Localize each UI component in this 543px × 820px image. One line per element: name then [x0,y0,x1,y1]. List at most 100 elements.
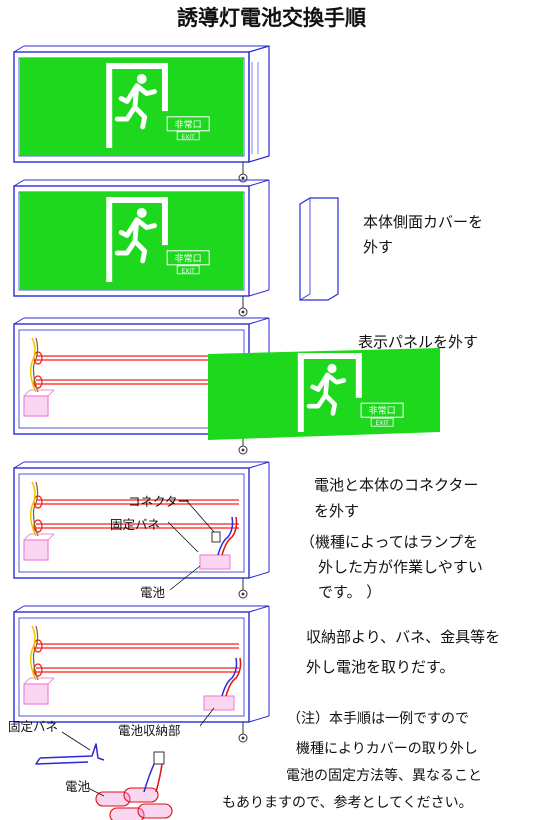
pull-ring-icon [238,307,248,317]
battery-cell-icon [137,803,173,819]
sign-exit-text: EXIT [375,420,389,427]
label-battery-2: 電池 [65,779,91,794]
pull-ring-dot [241,592,245,596]
wire-yellow [29,625,37,681]
leader-battery-2 [87,787,105,797]
sign-exit-text: EXIT [182,268,196,275]
label-battery-storage: 電池収納部 [118,723,181,738]
pull-ring-dot [241,736,245,740]
pull-ring-dot [241,176,245,180]
battery-cell-icon [123,787,159,803]
running-person-icon [114,83,157,130]
leader-battery [169,565,201,591]
label-connector: コネクター [128,494,191,509]
battery-connector-icon [153,751,165,765]
ballast-top-edge-3 [47,533,55,541]
housing-bottom-edge [248,571,270,579]
label-fixing-spring-2: 固定バネ [8,719,59,734]
leader-spring [167,521,199,553]
housing-side-cover [248,45,270,163]
runner-head-icon [136,73,147,84]
step2-line1: 本体側面カバーを [363,213,484,231]
label-battery: 電池 [140,585,166,600]
fixture-step3: 非常口 EXIT [13,317,440,455]
step4-line2: を外す [314,502,360,520]
running-person-icon [306,372,347,416]
connector-icon [211,531,221,543]
leader-connector [185,499,215,533]
sign-label-plate [166,116,210,132]
battery-pack [203,695,235,711]
removed-parts [35,731,173,820]
sign-exit-plate [176,131,200,141]
wire-brown [32,625,39,681]
pull-ring-icon [238,445,248,455]
door-frame-icon [106,197,168,282]
fixture-step2: 非常口 EXIT [13,179,339,317]
exit-sign-panel: 非常口 EXIT [208,348,440,440]
exit-sign-panel: 非常口 EXIT [20,192,243,290]
step4-line1: 電池と本体のコネクター [314,476,479,494]
battery-lead-blue [143,763,155,793]
spring-clip-icon [35,743,105,765]
step5-line1: 収納部より、バネ、金具等を [306,628,501,646]
page-title: 誘導灯電池交換手順 [177,6,366,30]
battery-cell-icon [109,807,145,820]
ballast-top-edge-3 [47,389,55,397]
leader-storage [199,707,215,727]
pull-ring-icon [238,173,248,183]
leader-spring-2 [61,731,91,751]
sign-label-text: 非常口 [175,118,202,130]
ballast-box [23,539,49,561]
pull-ring-icon [238,589,248,599]
door-frame-icon [106,63,168,148]
housing-top-edge-right [248,605,270,613]
housing-bottom-edge [248,715,270,723]
sign-label-plate [360,402,404,418]
fixture-step4 [13,461,270,599]
housing-inner-frame [18,617,245,717]
housing-inner-frame [18,473,245,573]
housing-top-edge-left [13,461,25,469]
sign-label-plate [166,250,210,266]
sign-exit-text: EXIT [182,134,196,141]
note-line2: 機種によりカバーの取り外し [296,741,478,757]
sign-label-text: 非常口 [369,405,396,417]
runner-head-icon [327,363,337,374]
sign-exit-plate [176,265,200,275]
battery-cell-icon [95,791,131,807]
housing-top-edge-left [13,179,25,187]
note-line1: （注）本手順は一例ですので [287,711,469,727]
sign-exit-plate [370,417,394,427]
green-panel [20,192,243,290]
label-fixing-spring: 固定バネ [110,517,161,532]
exit-sign-panel: 非常口 EXIT [20,58,243,156]
lamp-socket-icon-2 [33,663,43,677]
ballast-box [23,395,49,417]
housing-top-edge-right [248,179,270,187]
door-frame-icon [297,353,362,432]
ballast-top-edge-3 [47,677,55,685]
fixture-step1: 非常口 EXIT [13,45,270,183]
housing-top-edge-left [13,605,25,613]
step4-note-line3: です。 ） [318,583,382,601]
pull-ring-dot [241,448,245,452]
housing-top-edge-right [248,317,270,325]
wire-brown [32,481,39,537]
step5-line2: 外し電池を取りだす。 [306,658,455,676]
step3-text: 表示パネルを外す [358,333,479,351]
sign-label-text: 非常口 [175,252,202,264]
ballast-top-edge [23,677,31,685]
wire-brown [32,337,39,393]
ballast-box [23,683,49,705]
pull-ring-icon [238,733,248,743]
housing-front [13,467,250,579]
running-person-icon [114,217,157,264]
battery-pack [199,554,231,570]
wire-yellow [29,337,37,393]
pull-ring-dot [241,310,245,314]
step4-note-line2: 外した方が作業しやすい [318,558,483,576]
housing-front [13,185,250,297]
ballast-top-edge [23,389,31,397]
